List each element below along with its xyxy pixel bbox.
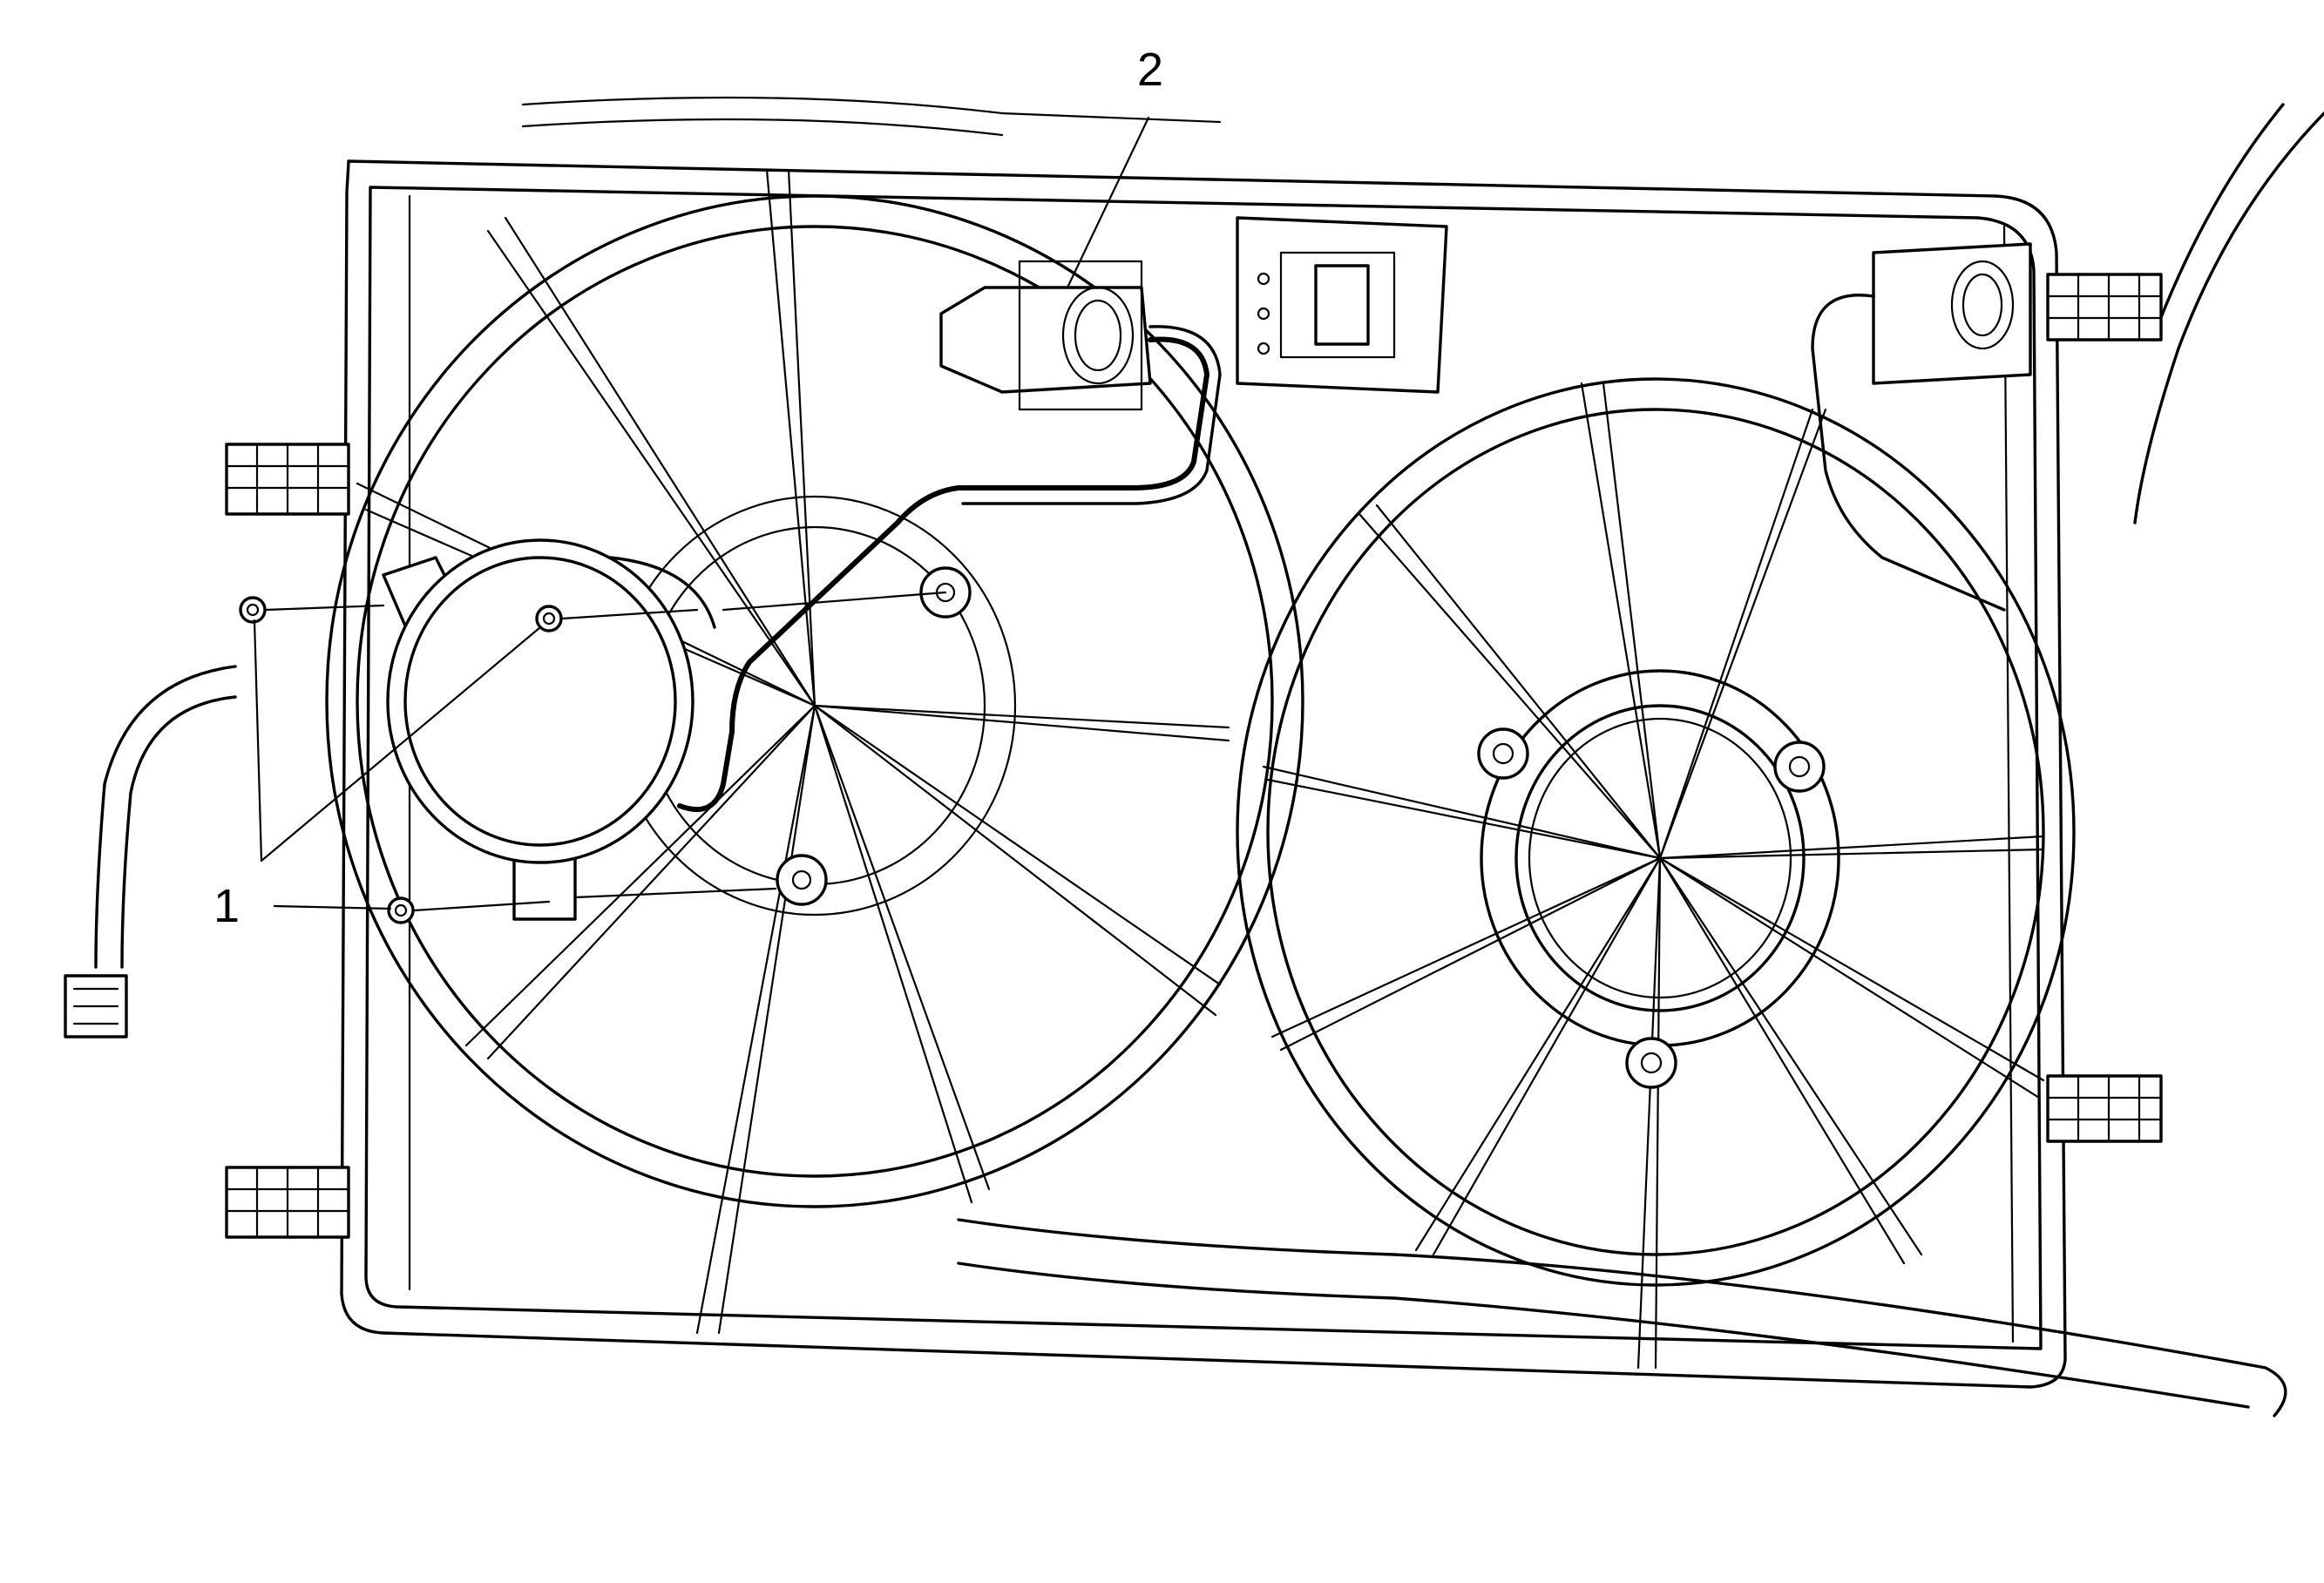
wiring-harness [677,325,1222,812]
fastener-upper-left [239,596,267,624]
mounting-tabs [225,273,2163,1239]
mounting-tab-lower-left [225,1166,350,1239]
resistor-block [1236,216,1448,394]
mounting-tab-lower-right [2046,1074,2163,1143]
fan-shroud-frame [64,96,2324,1417]
right-fan [1236,377,2076,1370]
right-fan-connector [1811,242,2032,612]
callout-1-label: 1 [213,880,240,932]
mounting-tab-upper-right [2046,273,2163,342]
callout-2-label: 2 [1137,44,1163,96]
mounting-tab-upper-left [225,443,350,516]
fan-motor-connector [939,260,1152,411]
fastener-lower-left [387,896,415,924]
callout-leaders [253,116,1150,910]
fasteners [239,591,947,924]
left-fan-motor [382,538,716,921]
